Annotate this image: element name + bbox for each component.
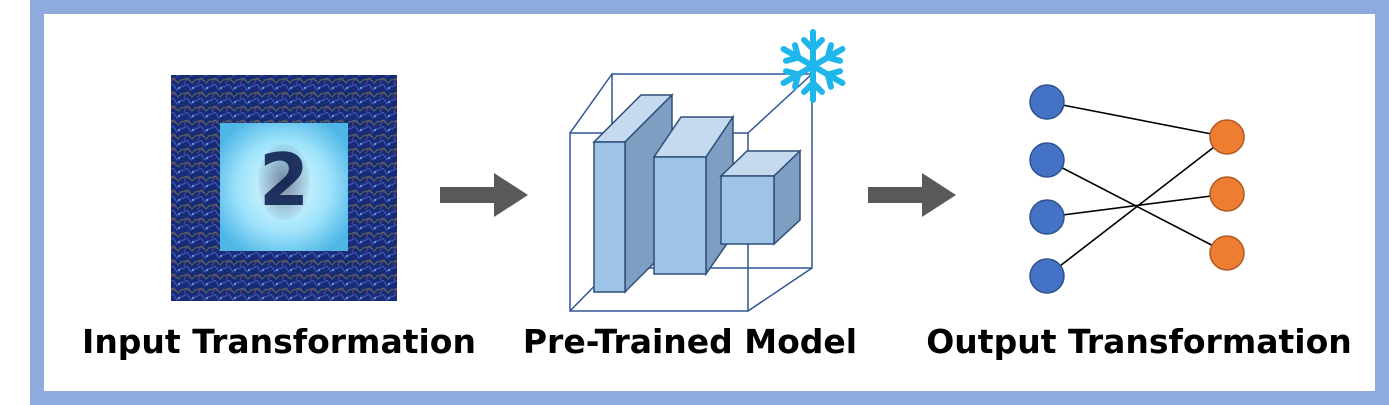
mapping-edge [1046, 101, 1228, 138]
arrow-right-icon [440, 173, 528, 217]
output-node [1209, 119, 1245, 155]
input-node [1029, 142, 1065, 178]
output-transformation-label: Output Transformation [926, 322, 1352, 361]
input-node [1029, 84, 1065, 120]
network-layers [592, 93, 802, 294]
arrow-right-icon [868, 173, 956, 217]
input-node [1029, 258, 1065, 294]
layer-3 [719, 149, 802, 246]
input-node [1029, 199, 1065, 235]
pre-trained-model-label: Pre-Trained Model [522, 322, 858, 361]
digit-text: 2 [259, 138, 309, 222]
mapping-edge [1046, 136, 1228, 277]
input-transformation-label: Input Transformation [82, 322, 476, 361]
input-image: 2 [171, 75, 397, 301]
output-node [1209, 235, 1245, 271]
label-mapping-graph [1029, 84, 1245, 294]
snowflake-icon [780, 29, 846, 103]
output-node [1209, 176, 1245, 212]
